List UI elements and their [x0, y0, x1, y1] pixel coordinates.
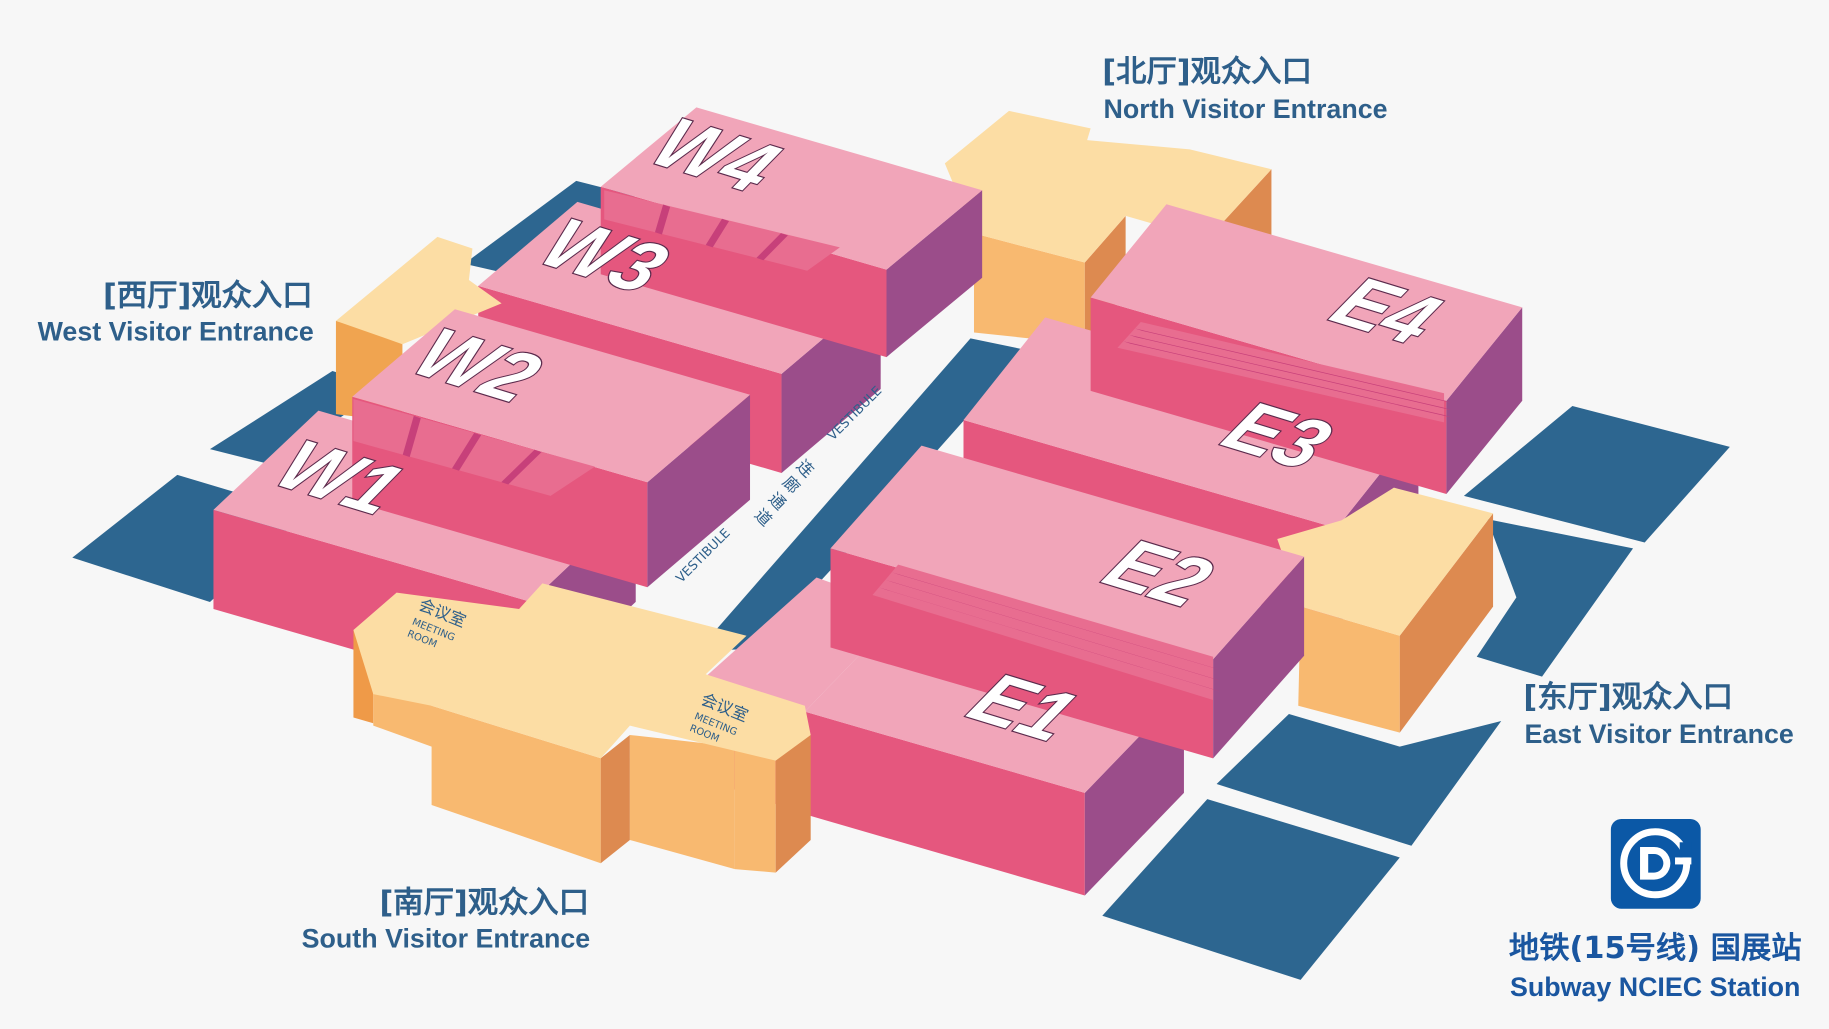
ground-plot [697, 338, 1027, 651]
hall-roof [1090, 204, 1523, 401]
beijing-subway-logo-icon [1610, 818, 1701, 909]
hall-roof [352, 309, 751, 483]
courtyard-pillar [878, 587, 1221, 692]
hall-face [600, 734, 630, 864]
hall-w4[interactable] [600, 107, 983, 358]
subway-station-cn: 地铁(15号线) 国展站 [1509, 931, 1802, 966]
hall-side-face [1213, 556, 1305, 759]
east-entrance-label: [东厅]观众入口 East Visitor Entrance [1523, 679, 1793, 749]
south-entrance-label: [南厅]观众入口 South Visitor Entrance [302, 885, 591, 953]
east-entrance-cn: [东厅]观众入口 [1523, 679, 1733, 715]
north-entrance-cn: [北厅]观众入口 [1102, 55, 1312, 90]
courtyard-pillar [402, 415, 421, 458]
hall-side-face [647, 394, 751, 588]
hall-roof [1277, 487, 1494, 636]
ground-plot [1102, 799, 1400, 980]
east-entrance-en: East Visitor Entrance [1525, 719, 1794, 749]
north-entrance-label: [北厅]观众入口 North Visitor Entrance [1102, 55, 1387, 124]
hall-face [734, 746, 776, 873]
subway-station-en: Subway NCIEC Station [1510, 972, 1801, 1002]
hall-roof [353, 583, 811, 761]
courtyard-pillar [501, 449, 542, 485]
ground-plot [1463, 406, 1730, 543]
hall-side-face [1446, 307, 1523, 495]
subway-station[interactable]: 地铁(15号线) 国展站 Subway NCIEC Station [1509, 818, 1802, 1002]
courtyard-pillar [891, 572, 1221, 670]
hall-e4[interactable] [1090, 204, 1523, 495]
courtyard-pillar [452, 432, 482, 471]
hall-face [629, 734, 735, 870]
courtyard-pillar [1134, 328, 1452, 403]
courtyard-pillar [756, 233, 788, 261]
hall-roof [830, 445, 1305, 660]
hall-courtyard [1117, 322, 1445, 423]
courtyard-pillar [654, 204, 671, 235]
courtyard-pillar [1123, 341, 1452, 418]
hall-face [775, 734, 811, 873]
hall-roof [600, 107, 983, 270]
hall-front-face [804, 711, 1085, 896]
hall-side-face [886, 190, 983, 358]
hall-face [973, 233, 1085, 345]
ground-areas [72, 180, 1730, 980]
south-entrance-en: South Visitor Entrance [302, 923, 591, 953]
south-entrance-hall[interactable]: 会议室 MEETING ROOM 会议室 MEETING ROOM [353, 583, 811, 873]
hall-w2[interactable] [352, 309, 751, 588]
hall-courtyard [872, 564, 1214, 700]
courtyard-pillar [885, 579, 1221, 681]
hall-face [373, 635, 601, 864]
hall-roof [963, 317, 1419, 529]
hall-e2[interactable] [830, 445, 1305, 759]
courtyard-pillar [705, 218, 730, 248]
ground-plot [1216, 713, 1502, 846]
hall-face [1399, 513, 1494, 733]
west-entrance-label: [西厅]观众入口 West Visitor Entrance [38, 279, 314, 347]
east-entrance-hall[interactable] [1277, 487, 1494, 733]
west-entrance-cn: [西厅]观众入口 [103, 279, 313, 314]
west-entrance-en: West Visitor Entrance [38, 317, 314, 347]
hall-face [1298, 606, 1400, 733]
south-entrance-cn: [南厅]观众入口 [379, 885, 589, 920]
courtyard-pillar [1129, 334, 1452, 411]
ground-plot [1476, 519, 1634, 677]
north-entrance-en: North Visitor Entrance [1103, 94, 1387, 124]
